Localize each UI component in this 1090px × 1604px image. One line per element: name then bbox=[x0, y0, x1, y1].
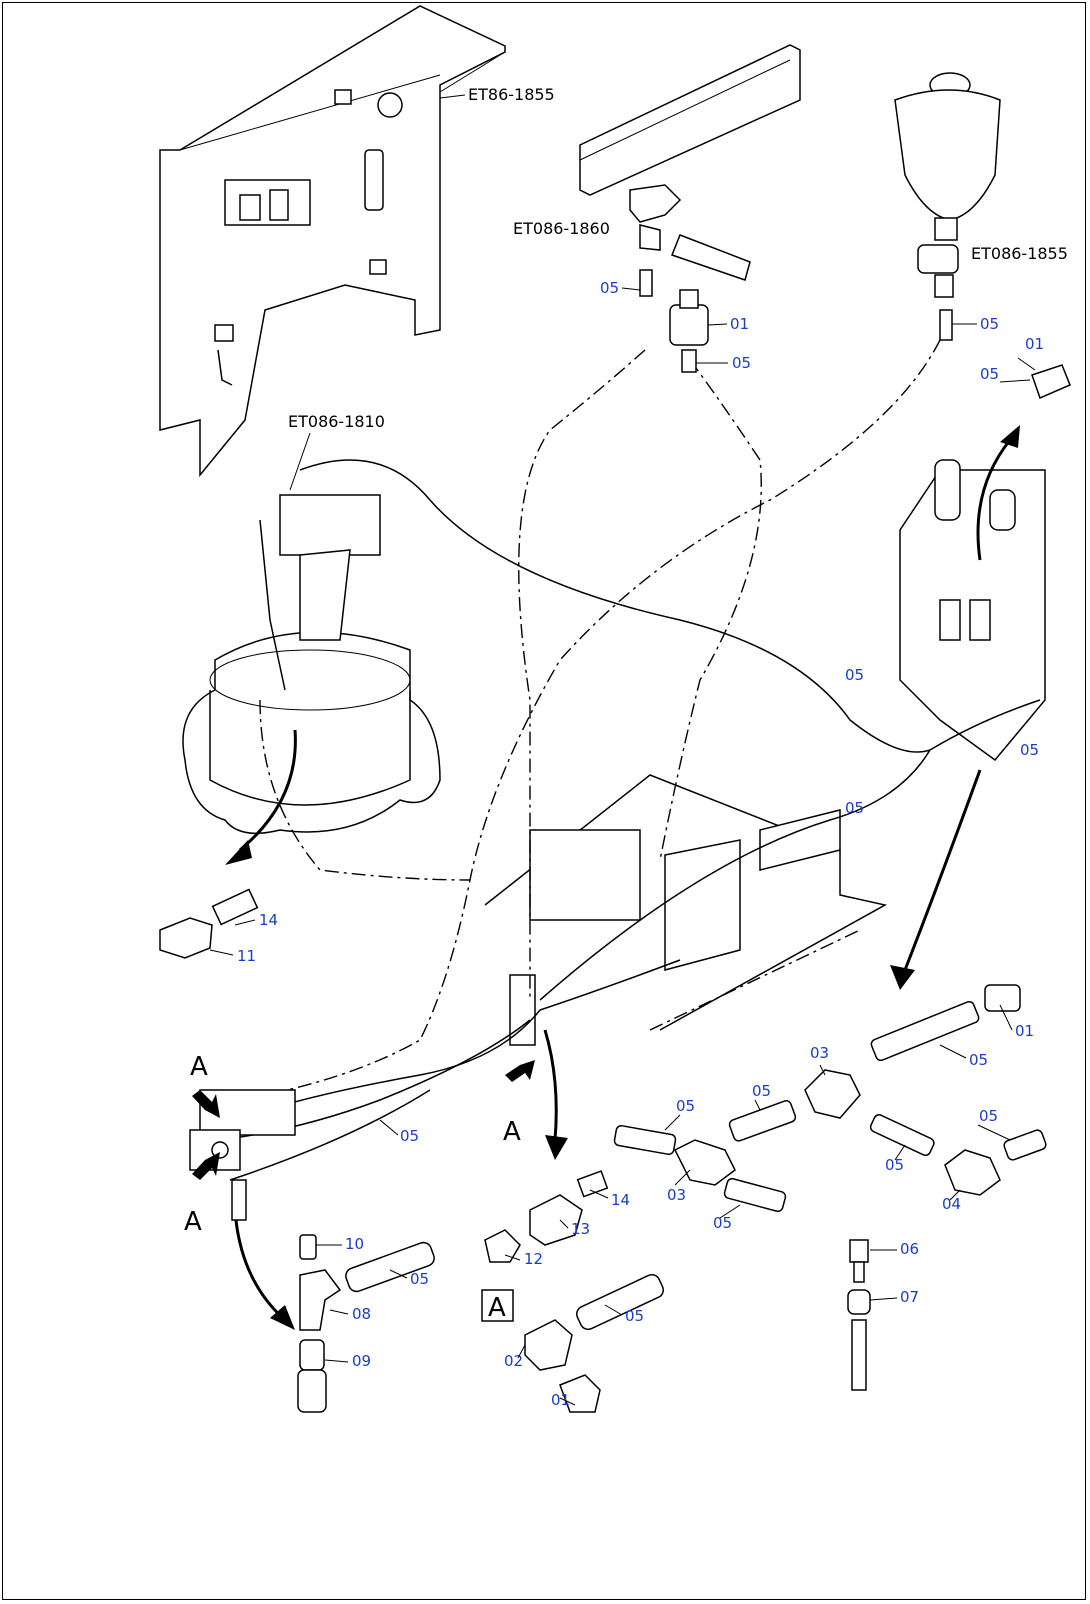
leader-lines bbox=[209, 287, 1036, 1406]
callout: 07 bbox=[900, 1288, 919, 1306]
view-arrow-label: A bbox=[184, 1207, 202, 1237]
callout: 06 bbox=[900, 1240, 919, 1258]
fitting-01-02 bbox=[524, 1273, 664, 1413]
callout: 05 bbox=[625, 1307, 644, 1325]
callout: 03 bbox=[810, 1044, 829, 1062]
valve-bracket bbox=[579, 44, 801, 297]
control-panel bbox=[159, 5, 506, 478]
central-block bbox=[484, 774, 888, 1046]
ref-accumulator: ET086-1855 bbox=[971, 244, 1068, 263]
callout: 05 bbox=[752, 1082, 771, 1100]
callout: 01 bbox=[551, 1391, 570, 1409]
callout: 05 bbox=[676, 1097, 695, 1115]
callout: 05 bbox=[980, 315, 999, 333]
fitting-11-14 bbox=[159, 888, 259, 959]
section-marker: A bbox=[488, 1293, 506, 1323]
callout: 11 bbox=[237, 947, 256, 965]
callout: 05 bbox=[969, 1051, 988, 1069]
callout: 09 bbox=[352, 1352, 371, 1370]
callout: 05 bbox=[980, 365, 999, 383]
callout: 01 bbox=[1025, 335, 1044, 353]
callout: 14 bbox=[611, 1191, 630, 1209]
fitting-12-13-14 bbox=[484, 1170, 609, 1263]
section-marker-box bbox=[481, 1289, 514, 1322]
fitting-06-07 bbox=[847, 1239, 871, 1391]
ref-swing-motor: ET086-1810 bbox=[288, 412, 385, 431]
callout: 05 bbox=[845, 666, 864, 684]
fitting-01-top bbox=[669, 289, 709, 373]
accumulator bbox=[894, 72, 1001, 341]
callout: 12 bbox=[524, 1250, 543, 1268]
callout: 05 bbox=[979, 1107, 998, 1125]
callout: 14 bbox=[259, 911, 278, 929]
callout: 01 bbox=[1015, 1022, 1034, 1040]
callout: 10 bbox=[345, 1235, 364, 1253]
callout: 04 bbox=[942, 1195, 961, 1213]
tee-fittings bbox=[613, 984, 1047, 1213]
callout: 08 bbox=[352, 1305, 371, 1323]
view-arrow-label: A bbox=[190, 1052, 208, 1082]
callout: 05 bbox=[400, 1127, 419, 1145]
control-valve bbox=[899, 459, 1046, 762]
callout: 03 bbox=[667, 1186, 686, 1204]
ref-valve-bracket: ET086-1860 bbox=[513, 219, 610, 238]
view-arrow-label: A bbox=[503, 1117, 521, 1147]
callout: 05 bbox=[713, 1214, 732, 1232]
callout: 13 bbox=[571, 1220, 590, 1238]
fitting-01-right bbox=[1031, 364, 1071, 400]
callout: 01 bbox=[730, 315, 749, 333]
fitting-08-09-10 bbox=[297, 1234, 435, 1413]
callout: 05 bbox=[885, 1156, 904, 1174]
callout: 05 bbox=[1020, 741, 1039, 759]
callout: 05 bbox=[845, 799, 864, 817]
callout: 05 bbox=[600, 279, 619, 297]
callout: 05 bbox=[732, 354, 751, 372]
swing-motor bbox=[182, 494, 441, 835]
callout: 05 bbox=[410, 1270, 429, 1288]
ref-panel: ET86-1855 bbox=[468, 85, 555, 104]
